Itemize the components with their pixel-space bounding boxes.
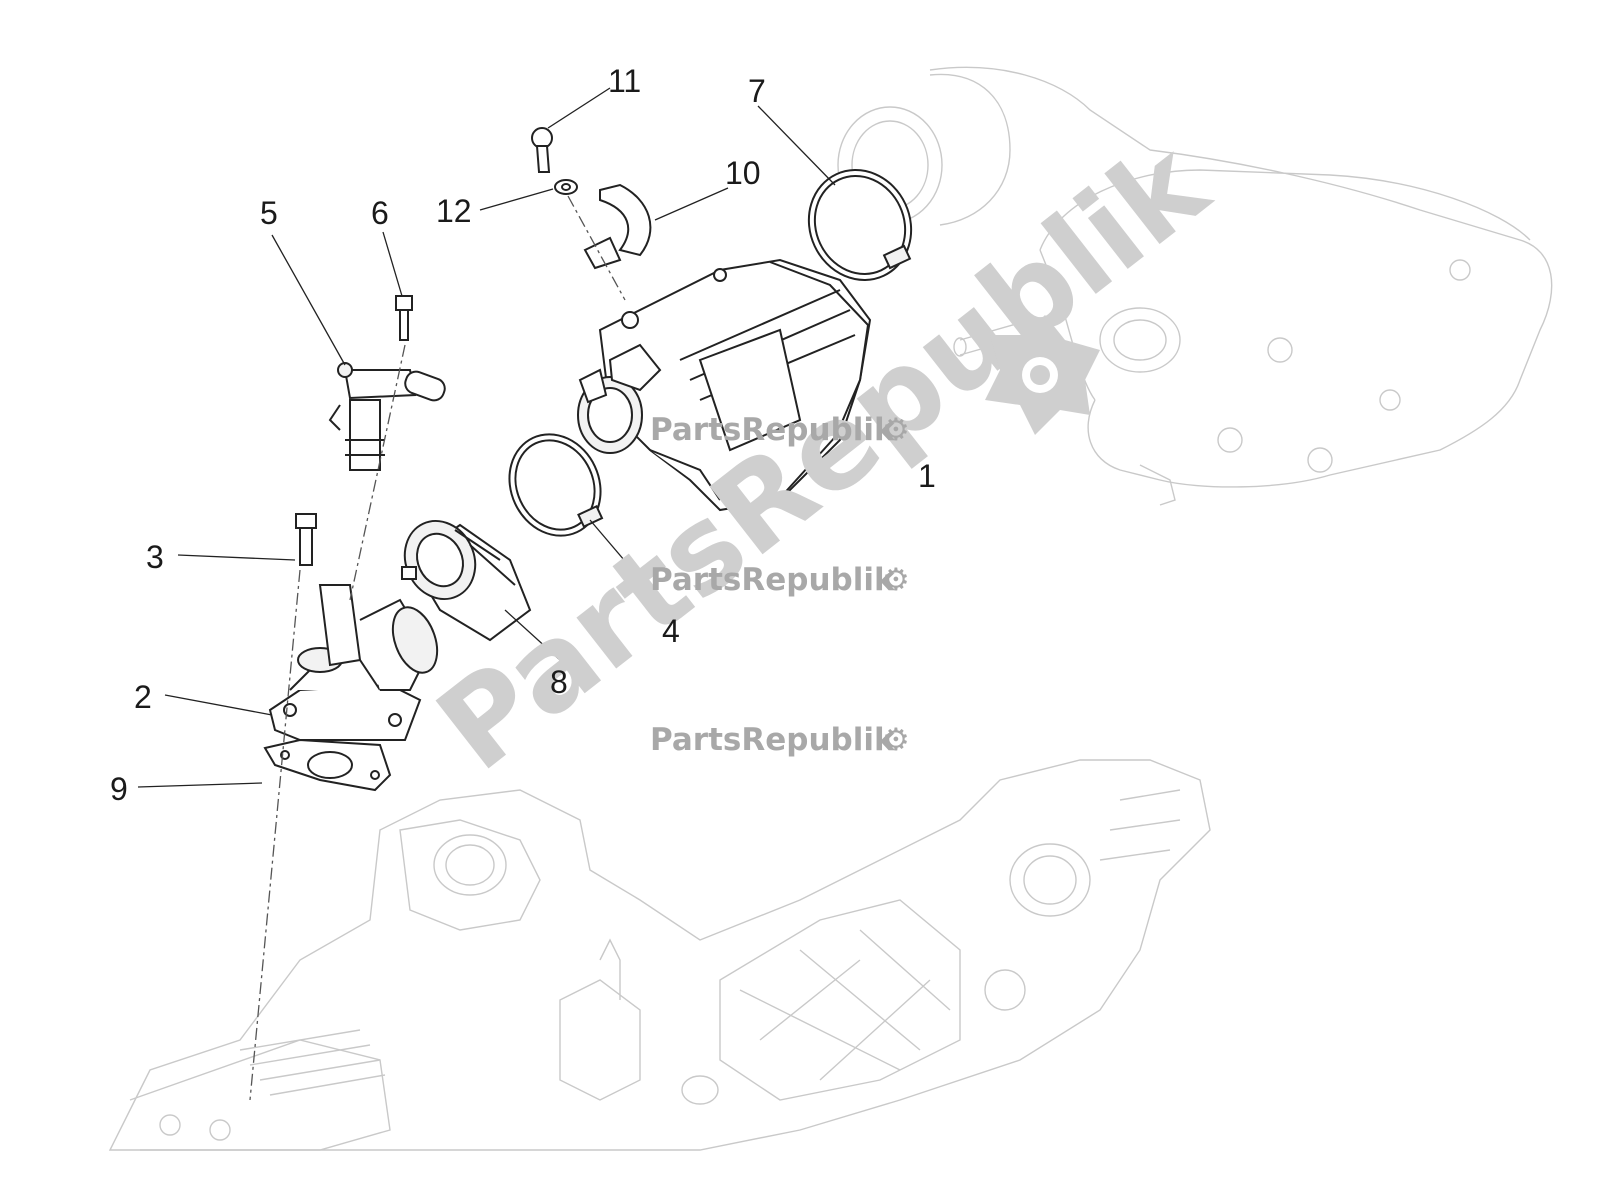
- callout-1: 1: [918, 458, 936, 494]
- callout-labels: 1 2 3 4 5 6 7 8 9 10 11 12: [110, 63, 936, 807]
- gasket: [263, 738, 392, 792]
- callout-12: 12: [436, 193, 472, 229]
- bolt-3: [295, 513, 317, 566]
- watermark-small-1: PartsRepublik ⚙: [650, 412, 910, 448]
- bracket-10: [583, 183, 652, 270]
- callout-2: 2: [134, 679, 152, 715]
- screw-6: [395, 295, 413, 341]
- assembly-axis-lines: [249, 195, 626, 1101]
- leader-lines: [137, 87, 911, 788]
- watermark-small-text-3: PartsRepublik: [650, 722, 896, 758]
- callout-5: 5: [260, 195, 278, 231]
- gear-icon: ⚙: [882, 722, 910, 758]
- callout-4: 4: [662, 613, 680, 649]
- hose-clamp-upper: [807, 169, 913, 281]
- callout-3: 3: [146, 539, 164, 575]
- intake-manifold: [268, 584, 439, 741]
- screw-11: [531, 127, 553, 173]
- washer-12: [554, 179, 578, 195]
- callout-10: 10: [725, 155, 761, 191]
- gear-icon: [985, 315, 1100, 435]
- callout-9: 9: [110, 771, 128, 807]
- intake-sleeve: [401, 520, 532, 642]
- hose-clamp-lower: [508, 433, 604, 537]
- callout-7: 7: [748, 73, 766, 109]
- fuel-injector: [328, 362, 446, 471]
- watermark-small-2: PartsRepublik ⚙: [650, 562, 910, 598]
- watermark-small-text-2: PartsRepublik: [650, 562, 896, 598]
- throttle-body: [577, 258, 872, 512]
- callout-8: 8: [550, 664, 568, 700]
- callout-6: 6: [371, 195, 389, 231]
- crankcase-ghost: [108, 759, 1211, 1151]
- gear-icon: ⚙: [882, 412, 910, 448]
- watermark-small-3: PartsRepublik ⚙: [650, 722, 910, 758]
- watermark-small-text-1: PartsRepublik: [650, 412, 896, 448]
- gear-icon: ⚙: [882, 562, 910, 598]
- callout-11: 11: [608, 63, 641, 99]
